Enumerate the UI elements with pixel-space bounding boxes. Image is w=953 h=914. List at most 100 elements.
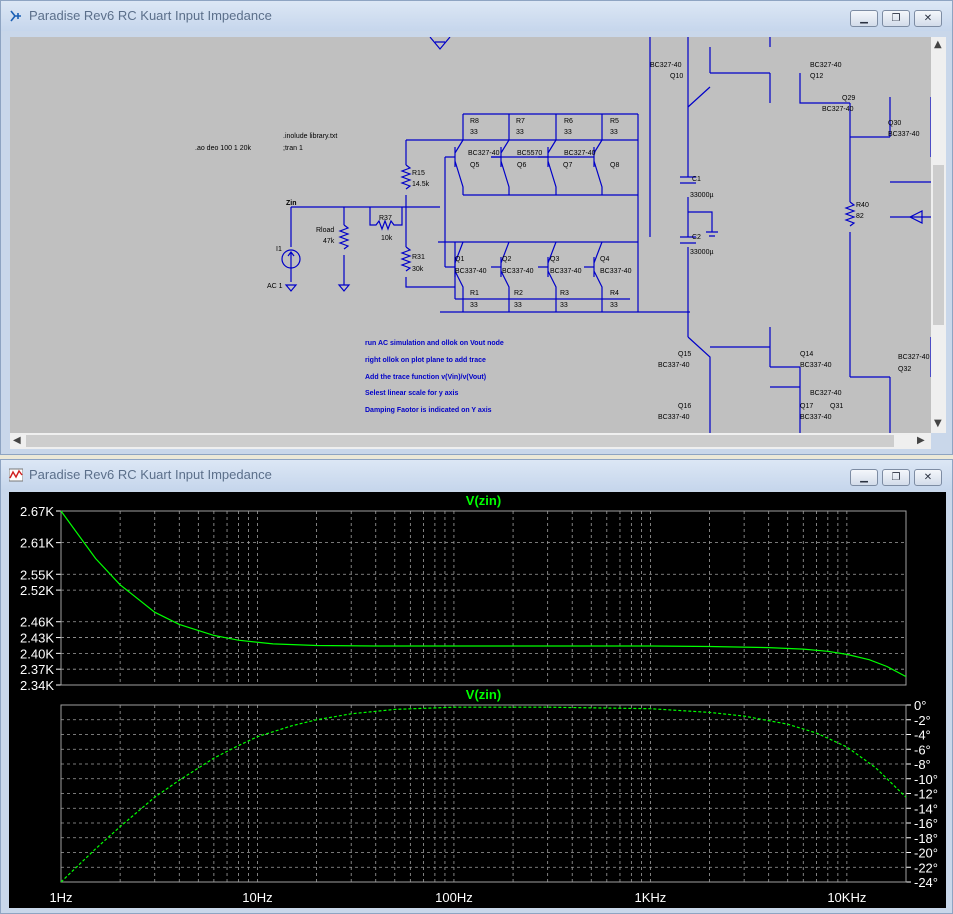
- close-button[interactable]: ✕: [914, 10, 942, 27]
- plot-close-button[interactable]: ✕: [914, 469, 942, 486]
- svg-text:R6: R6: [564, 118, 573, 125]
- svg-text:10k: 10k: [381, 235, 393, 242]
- x-tick-label: 1KHz: [634, 890, 666, 905]
- svg-text:R7: R7: [516, 118, 525, 125]
- svg-text:R37: R37: [379, 215, 392, 222]
- svg-text:Rload: Rload: [316, 227, 334, 234]
- svg-text:Q2: Q2: [502, 256, 511, 263]
- svg-text:R31: R31: [412, 254, 425, 261]
- schematic-window-title: Paradise Rev6 RC Kuart Input Impedance: [29, 8, 272, 23]
- waveform-chart[interactable]: 2.67K2.61K2.55K2.52K2.46K2.43K2.40K2.37K…: [9, 492, 946, 908]
- x-tick-label: 10Hz: [242, 890, 272, 905]
- svg-text:Q6: Q6: [517, 162, 526, 169]
- plot-restore-button[interactable]: ❐: [882, 469, 910, 486]
- svg-text:30k: 30k: [412, 266, 424, 273]
- svg-text:R4: R4: [610, 290, 619, 297]
- svg-text:C1: C1: [692, 176, 701, 183]
- schematic-titlebar[interactable]: Paradise Rev6 RC Kuart Input Impedance ▁…: [1, 1, 952, 31]
- svg-text:R2: R2: [514, 290, 523, 297]
- y-tick-label: 0°: [914, 698, 926, 713]
- y-tick-label: -8°: [914, 757, 931, 772]
- restore-button[interactable]: ❐: [882, 10, 910, 27]
- svg-text:82: 82: [856, 213, 864, 220]
- svg-text:BC327-40: BC327-40: [468, 150, 500, 157]
- svg-text:R3: R3: [560, 290, 569, 297]
- y-tick-label: 2.67K: [20, 504, 54, 519]
- minimize-button[interactable]: ▁: [850, 10, 878, 27]
- svg-text:33000µ: 33000µ: [690, 192, 714, 199]
- plot-titlebar[interactable]: Paradise Rev6 RC Kuart Input Impedance ▁…: [1, 460, 952, 490]
- svg-text:BC327-40: BC327-40: [564, 150, 596, 157]
- svg-text:BC337-40: BC337-40: [800, 362, 832, 369]
- svg-text:Q4: Q4: [600, 256, 609, 263]
- svg-text:R5: R5: [610, 118, 619, 125]
- schematic-window: Paradise Rev6 RC Kuart Input Impedance ▁…: [0, 0, 953, 455]
- schematic-drawing[interactable]: .inolude library.txt ;tran 1 .ao deo 100…: [10, 37, 931, 433]
- svg-text:Selest linear scale for y axis: Selest linear scale for y axis: [365, 390, 458, 397]
- svg-text:33000µ: 33000µ: [690, 249, 714, 256]
- scroll-down-icon[interactable]: ▼: [934, 418, 942, 429]
- scroll-left-icon[interactable]: ◀: [13, 435, 21, 446]
- schematic-wires: [281, 37, 931, 433]
- y-tick-label: -2°: [914, 713, 931, 728]
- y-tick-label: 2.43K: [20, 631, 54, 646]
- svg-text:BC337-40: BC337-40: [888, 131, 920, 138]
- scroll-right-icon[interactable]: ▶: [917, 435, 925, 446]
- y-tick-label: -6°: [914, 742, 931, 757]
- horizontal-scroll-thumb[interactable]: [26, 435, 894, 447]
- schematic-vertical-scrollbar[interactable]: ▲ ▼: [931, 37, 946, 433]
- minimize-icon: ▁: [860, 13, 868, 24]
- svg-text:Q3: Q3: [550, 256, 559, 263]
- y-tick-label: -24°: [914, 875, 938, 890]
- y-tick-label: -16°: [914, 816, 938, 831]
- svg-text:run AC simulation and ollok on: run AC simulation and ollok on Vout node: [365, 340, 504, 347]
- plot-title: V(zin): [466, 687, 501, 702]
- svg-text:I1: I1: [276, 246, 282, 253]
- phase-trace: [60, 706, 907, 883]
- close-icon: ✕: [923, 13, 933, 24]
- schematic-canvas[interactable]: .inolude library.txt ;tran 1 .ao deo 100…: [10, 37, 931, 433]
- y-tick-label: -14°: [914, 801, 938, 816]
- svg-text:.ao deo 100 1 20k: .ao deo 100 1 20k: [195, 145, 252, 152]
- svg-text:Q12: Q12: [810, 73, 823, 80]
- svg-text:33: 33: [470, 129, 478, 136]
- svg-text:Q7: Q7: [563, 162, 572, 169]
- y-tick-label: -20°: [914, 846, 938, 861]
- svg-text:C2: C2: [692, 234, 701, 241]
- svg-text:BC337-40: BC337-40: [600, 268, 632, 275]
- waveform-app-icon: [9, 468, 23, 482]
- vertical-scroll-thumb[interactable]: [933, 165, 944, 325]
- plot-title: V(zin): [466, 493, 501, 508]
- svg-text:33: 33: [610, 129, 618, 136]
- svg-text:33: 33: [516, 129, 524, 136]
- plot-minimize-button[interactable]: ▁: [850, 469, 878, 486]
- svg-text:Add the trace function v(Vin)/: Add the trace function v(Vin)/v(Vout): [365, 374, 486, 381]
- y-tick-label: -10°: [914, 772, 938, 787]
- svg-text:right ollok on plot plane to a: right ollok on plot plane to add trace: [365, 357, 486, 364]
- svg-text:Q10: Q10: [670, 73, 683, 80]
- restore-icon: ❐: [891, 472, 901, 483]
- svg-text:Zin: Zin: [286, 200, 297, 207]
- svg-text:R15: R15: [412, 170, 425, 177]
- svg-text:Q17: Q17: [800, 403, 813, 410]
- scroll-up-icon[interactable]: ▲: [934, 39, 942, 50]
- svg-text:BC337-40: BC337-40: [502, 268, 534, 275]
- minimize-icon: ▁: [860, 472, 868, 483]
- x-tick-label: 100Hz: [435, 890, 473, 905]
- y-tick-label: -22°: [914, 860, 938, 875]
- svg-text:BC337-40: BC337-40: [658, 362, 690, 369]
- svg-text:R40: R40: [856, 202, 869, 209]
- y-tick-label: 2.52K: [20, 583, 54, 598]
- svg-text:BC337-40: BC337-40: [800, 414, 832, 421]
- plot-window: Paradise Rev6 RC Kuart Input Impedance ▁…: [0, 459, 953, 914]
- schematic-horizontal-scrollbar[interactable]: ◀ ▶: [10, 433, 931, 449]
- svg-text:BC337-40: BC337-40: [550, 268, 582, 275]
- x-tick-label: 10KHz: [827, 890, 866, 905]
- svg-text:Q29: Q29: [842, 95, 855, 102]
- y-tick-label: 2.61K: [20, 536, 54, 551]
- svg-text:33: 33: [514, 302, 522, 309]
- svg-text:Q16: Q16: [678, 403, 691, 410]
- svg-text:Q30: Q30: [888, 120, 901, 127]
- svg-text:BC327-40: BC327-40: [650, 62, 682, 69]
